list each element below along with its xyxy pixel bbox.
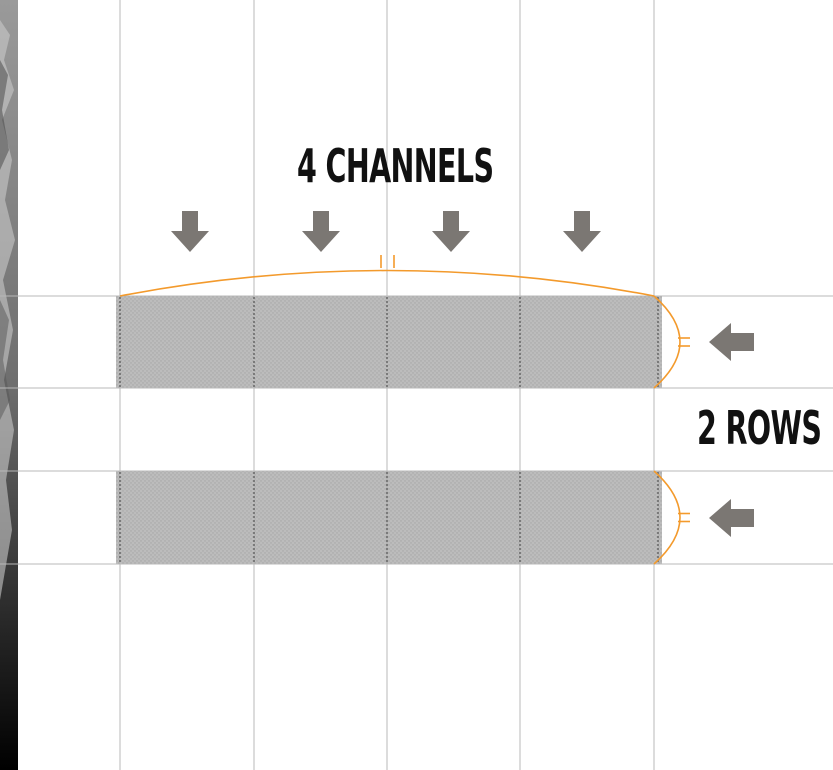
fabric-rows <box>116 296 662 564</box>
arrow-left-icon <box>709 323 754 361</box>
channels-label: 4 CHANNELS <box>297 143 493 189</box>
fabric-row <box>116 471 662 564</box>
rows-label: 2 ROWS <box>697 405 821 451</box>
arrow-down-icon <box>171 211 209 252</box>
arrow-down-icon <box>302 211 340 252</box>
fabric-row <box>116 296 662 388</box>
photo-strip <box>0 0 18 770</box>
arrow-left-icon <box>709 499 754 537</box>
arrow-down-icon <box>432 211 470 252</box>
arrow-down-icon <box>563 211 601 252</box>
fabric-band <box>116 471 662 564</box>
fabric-band <box>116 296 662 388</box>
